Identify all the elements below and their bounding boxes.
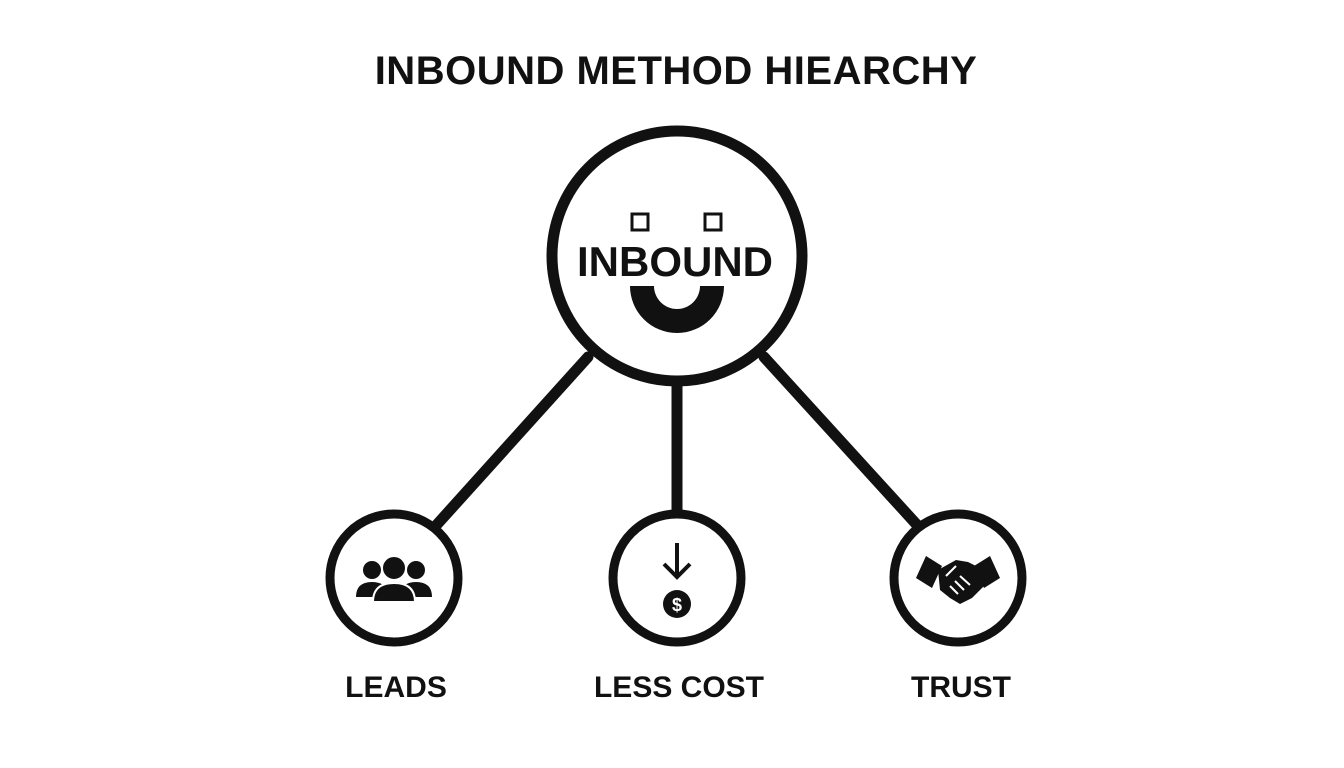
people-group-icon	[356, 555, 432, 603]
node-less-cost: $ LESS COST	[594, 509, 764, 704]
root-node: INBOUND	[546, 125, 808, 387]
connectors	[426, 351, 924, 536]
down-arrow-dollar-icon: $	[662, 543, 692, 618]
handshake-icon	[916, 556, 1000, 604]
less-cost-label: LESS COST	[594, 671, 764, 704]
root-circle	[546, 125, 808, 387]
logo-eye-right	[703, 212, 723, 232]
smiley-face-logo-icon	[630, 286, 724, 333]
node-leads: LEADS	[325, 509, 463, 704]
diagram-title: INBOUND METHOD HIEARCHY	[375, 49, 978, 93]
connector-trust	[758, 351, 924, 532]
connector-leads	[426, 351, 594, 536]
leads-label: LEADS	[345, 671, 447, 704]
node-trust: TRUST	[889, 509, 1027, 704]
root-label: INBOUND	[577, 238, 773, 285]
svg-text:$: $	[672, 595, 682, 615]
trust-label: TRUST	[911, 671, 1011, 704]
logo-eye-left	[630, 212, 650, 232]
